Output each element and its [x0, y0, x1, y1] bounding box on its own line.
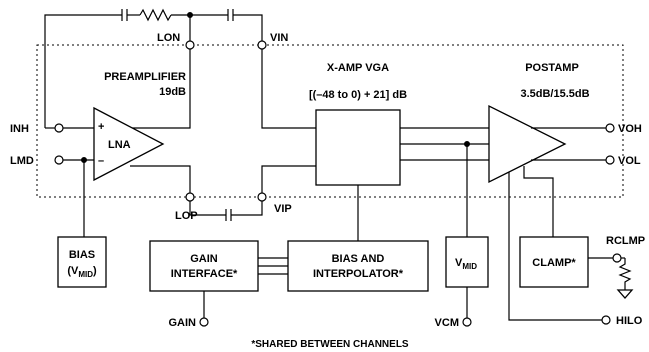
vcm-pin[interactable] [462, 317, 472, 327]
lon-label: LON [157, 32, 180, 44]
rclmp-pin[interactable] [612, 253, 622, 263]
inh-pin[interactable] [54, 123, 64, 133]
postamp-title: POSTAMP [525, 62, 579, 74]
lon-wire [106, 49, 191, 129]
lna-plus-sign: + [98, 121, 104, 133]
vin-pin[interactable] [257, 40, 267, 50]
lmd-label: LMD [10, 155, 34, 167]
postamp-gain: 3.5dB/15.5dB [520, 88, 589, 100]
lop-pin[interactable] [185, 192, 195, 202]
preamp-gain: 19dB [159, 86, 186, 98]
vip-wire [261, 165, 316, 193]
footnote: *SHARED BETWEEN CHANNELS [251, 339, 409, 350]
rclmp-resistor [618, 257, 632, 290]
clamp-label: CLAMP* [532, 257, 576, 269]
gain-interface-line1: GAIN [190, 253, 218, 265]
bias-interp-line2: INTERPOLATOR* [313, 268, 404, 280]
gain-interface-line2: INTERFACE* [171, 268, 238, 280]
vol-pin[interactable] [605, 155, 615, 165]
chip-boundary [36, 44, 624, 198]
voh-label: VOH [618, 123, 642, 135]
lmd-pin[interactable] [54, 155, 64, 165]
hilo-pin[interactable] [601, 315, 611, 325]
clamp-block [519, 236, 589, 288]
gain-interface-block [149, 240, 259, 292]
vip-pin[interactable] [257, 192, 267, 202]
vmid-label: VMID [455, 257, 477, 271]
lop-wire [130, 165, 191, 193]
hilo-label: HILO [616, 315, 643, 327]
vin-label: VIN [270, 32, 288, 44]
lna-label: LNA [108, 139, 131, 151]
bias-vmid-line1: BIAS [69, 249, 95, 261]
bias-interpolator-block [287, 240, 429, 292]
ground-icon [616, 289, 634, 299]
clamp-wire [523, 166, 554, 237]
bias-vmid-line2: (VMID) [67, 265, 97, 279]
gain-pin[interactable] [199, 317, 209, 327]
vcm-label: VCM [435, 317, 459, 329]
voh-pin[interactable] [605, 123, 615, 133]
lna-minus-sign: – [98, 155, 104, 167]
vmid-block [445, 236, 489, 288]
postamp-amplifier [488, 104, 567, 184]
lon-pin[interactable] [185, 40, 195, 50]
bias-interp-line1: BIAS AND [332, 253, 385, 265]
vga-title: X-AMP VGA [327, 62, 389, 74]
gain-label: GAIN [169, 317, 197, 329]
vga-block [315, 109, 401, 186]
vin-wire [261, 49, 316, 129]
lop-label: LOP [175, 210, 198, 222]
lna-amplifier [93, 106, 165, 182]
bias-vmid-block [57, 236, 107, 288]
hilo-wire [508, 172, 602, 321]
preamp-title: PREAMPLIFIER [104, 71, 186, 83]
feedback-network [44, 8, 263, 128]
vga-gain: [(–48 to 0) + 21] dB [309, 89, 407, 101]
vip-label: VIP [274, 203, 292, 215]
vol-label: VOL [618, 155, 641, 167]
coupling-capacitor [189, 201, 263, 221]
inh-label: INH [10, 123, 29, 135]
rclmp-label: RCLMP [606, 235, 645, 247]
